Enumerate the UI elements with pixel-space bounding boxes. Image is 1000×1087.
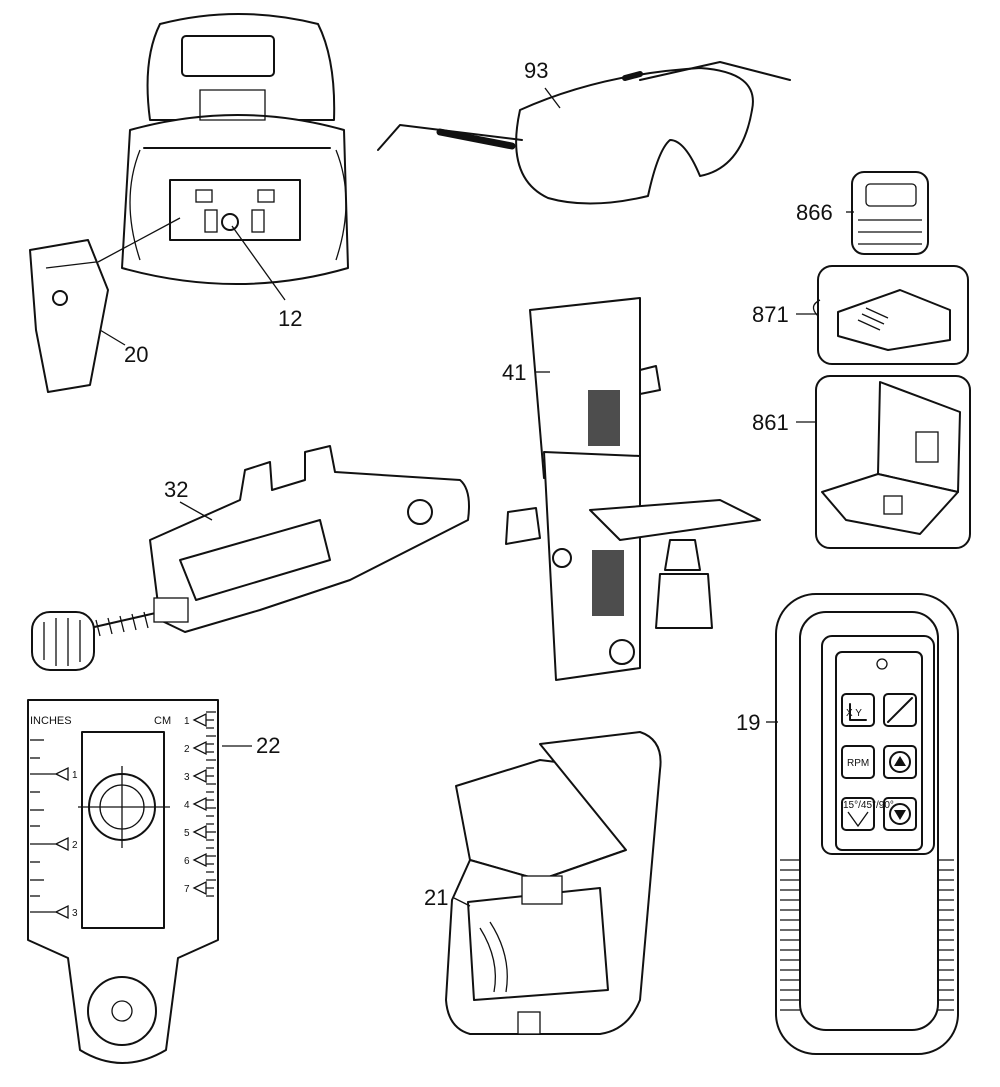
target-right-tick-7: 7 [184,884,190,895]
target-right-tick-4: 4 [184,800,190,811]
label-21: 21 [424,885,448,910]
label-22: 22 [256,733,280,758]
target-card [27,699,219,1064]
label-866: 866 [796,200,833,225]
target-right-scale [192,711,216,897]
battery-case [815,375,971,549]
remote-rpm-label: RPM [847,758,869,769]
leader-21 [453,897,471,907]
label-32: 32 [164,477,188,502]
ceiling-clamp [31,445,470,671]
label-19: 19 [736,710,760,735]
remote-control [775,593,959,1055]
target-right-tick-1: 1 [184,716,190,727]
target-left-scale [30,739,69,920]
battery-pack [851,171,929,255]
leader-20 [99,329,126,346]
target-right-tick-6: 6 [184,856,190,867]
angle-button [841,797,875,831]
label-12: 12 [278,306,302,331]
remote-xy-label: X Y [846,708,862,719]
target-left-tick-3: 3 [72,908,78,919]
leader-32 [179,501,213,521]
label-93: 93 [524,58,548,83]
label-871: 871 [752,302,789,327]
target-cm-label: CM [154,715,171,727]
target-left-tick-2: 2 [72,840,78,851]
target-left-tick-1: 1 [72,770,78,781]
leader-93 [544,87,561,109]
safety-glasses [377,61,791,205]
label-41: 41 [502,360,526,385]
charger [812,265,969,365]
rpm-button [841,745,875,779]
tripod-wall-mount [505,297,761,681]
remote-angle-label: 15°/45°/90° [843,800,894,811]
label-20: 20 [124,342,148,367]
target-right-tick-2: 2 [184,744,190,755]
leader-12 [231,225,286,301]
wall-mount-bracket [29,239,109,393]
target-right-tick-5: 5 [184,828,190,839]
label-861: 861 [752,410,789,435]
carry-case [445,731,662,1035]
leader-bracket [97,217,181,263]
laser-unit [121,13,349,285]
target-inches-label: INCHES [30,715,72,727]
target-right-tick-3: 3 [184,772,190,783]
